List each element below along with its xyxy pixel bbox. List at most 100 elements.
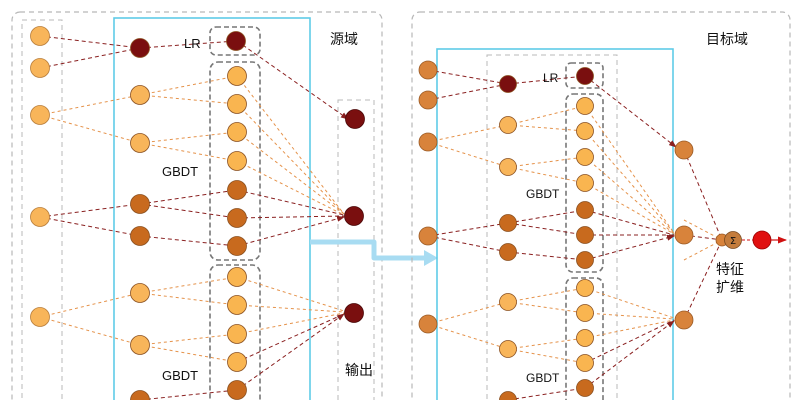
- edge: [507, 387, 586, 400]
- transfer-arrow-icon: [310, 239, 438, 266]
- input-node: [30, 207, 50, 227]
- edge: [236, 189, 345, 216]
- edge: [236, 131, 345, 215]
- source-input-nodes: [30, 26, 50, 327]
- edge: [236, 313, 345, 363]
- input-node: [418, 314, 438, 334]
- output-node: [344, 303, 364, 323]
- feature-expand-label-line2: 扩维: [716, 280, 744, 296]
- leaf-node: [576, 279, 594, 297]
- edge: [39, 316, 141, 346]
- edge: [507, 251, 586, 261]
- leaf-node: [576, 354, 594, 372]
- source-gbdt-group-1: [209, 61, 261, 261]
- hidden-node: [130, 335, 150, 355]
- hidden-node: [499, 243, 517, 261]
- source-domain-panel: LR GBDT GBDT 源域 输出: [11, 11, 383, 400]
- hidden-node: [130, 283, 150, 303]
- source-gbdt-group-2: [209, 264, 261, 400]
- leaf-node: [576, 148, 594, 166]
- edge: [584, 234, 675, 261]
- edge: [507, 287, 586, 303]
- feature-node: [674, 140, 694, 160]
- target-hidden-nodes: [499, 75, 517, 400]
- edge: [39, 292, 141, 318]
- leaf-node: [227, 151, 247, 171]
- leaf-node: [227, 380, 247, 400]
- edge: [507, 222, 586, 236]
- edge: [427, 83, 509, 101]
- edge: [584, 182, 675, 235]
- edge: [584, 130, 675, 234]
- hidden-node: [499, 391, 517, 400]
- hidden-node: [130, 38, 150, 58]
- edge: [39, 114, 141, 144]
- input-node: [30, 307, 50, 327]
- edge: [139, 75, 238, 96]
- lr-node: [226, 31, 246, 51]
- edge: [139, 203, 238, 219]
- edge: [507, 105, 586, 126]
- leaf-node: [576, 122, 594, 140]
- leaf-node: [576, 304, 594, 322]
- hidden-node: [499, 293, 517, 311]
- edge: [236, 103, 345, 215]
- edge: [683, 219, 723, 241]
- source-output-nodes: [344, 109, 365, 323]
- edge: [683, 239, 723, 321]
- target-feature-nodes: [674, 140, 694, 330]
- edge: [139, 189, 238, 205]
- target-inner-frame: [486, 54, 618, 400]
- leaf-node: [227, 94, 247, 114]
- edge: [507, 337, 586, 350]
- edge: [139, 40, 237, 49]
- hidden-node: [130, 194, 150, 214]
- edge: [139, 344, 238, 363]
- feature-node: [674, 225, 694, 245]
- edge: [584, 312, 675, 320]
- edge: [236, 160, 345, 216]
- source-gbdt-label-2: GBDT: [162, 368, 198, 383]
- edge: [584, 320, 675, 389]
- edge: [39, 203, 141, 218]
- edge: [236, 312, 345, 335]
- leaf-node: [576, 329, 594, 347]
- leaf-node: [576, 226, 594, 244]
- output-node: [345, 109, 365, 129]
- source-input-column-frame: [21, 19, 63, 400]
- target-domain-panel: Σ LR GBDT GBDT 目标域 特征 扩维: [411, 11, 791, 400]
- edge: [427, 69, 509, 85]
- edge: [139, 333, 238, 346]
- edge: [39, 216, 141, 237]
- edge: [683, 149, 723, 241]
- hidden-node: [499, 158, 517, 176]
- input-node: [418, 226, 438, 246]
- source-model-frame: [113, 17, 311, 400]
- hidden-node: [130, 85, 150, 105]
- target-lr-label: LR: [543, 71, 559, 85]
- source-edges: [39, 35, 349, 400]
- edge: [39, 35, 141, 49]
- edge: [236, 313, 345, 391]
- hidden-node: [130, 133, 150, 153]
- source-domain-title: 源域: [330, 32, 358, 48]
- target-gbdt-group-2: [565, 277, 604, 400]
- final-node: [752, 230, 772, 250]
- leaf-node: [576, 379, 594, 397]
- source-domain-frame: [11, 11, 383, 400]
- source-lr-group: [209, 26, 261, 56]
- edge: [683, 239, 723, 261]
- edge: [39, 47, 141, 69]
- edge: [139, 142, 238, 162]
- input-node: [418, 132, 438, 152]
- target-gbdt-label-2: GBDT: [526, 371, 560, 385]
- edge: [584, 319, 675, 339]
- source-lr-label: LR: [184, 36, 201, 51]
- source-leaf-nodes: [226, 31, 247, 400]
- edge: [236, 75, 345, 215]
- edge: [584, 287, 675, 319]
- edge: [507, 301, 586, 314]
- output-node: [344, 206, 364, 226]
- edge: [236, 276, 345, 312]
